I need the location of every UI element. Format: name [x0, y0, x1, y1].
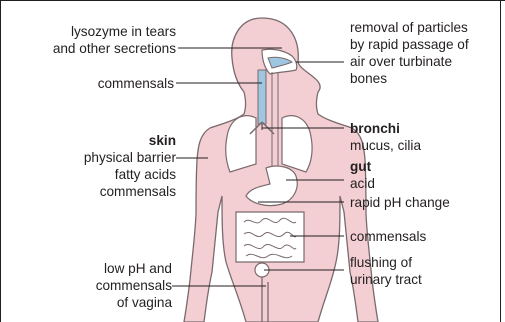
label-turbinate-line-1: removal of particles: [350, 19, 469, 36]
label-commensals-gut: commensals: [350, 228, 426, 245]
label-gut-body: acid: [350, 175, 375, 192]
label-skin-line-2: fatty acids: [84, 166, 176, 183]
label-vagina-line-1: low pH and: [96, 260, 172, 277]
label-vagina-line-2: commensals: [96, 277, 172, 294]
label-turbinate-line-3: air over turbinate: [350, 53, 469, 70]
label-bronchi-body: mucus, cilia: [350, 137, 421, 154]
label-skin-line-3: commensals: [84, 183, 176, 200]
label-commensals-nose: commensals: [98, 75, 174, 92]
label-turbinate-line-4: bones: [350, 70, 469, 87]
label-gut: gut acid: [350, 158, 375, 192]
label-turbinate: removal of particles by rapid passage of…: [350, 19, 469, 87]
label-gut-title: gut: [350, 158, 375, 175]
trachea: [258, 70, 266, 124]
label-lysozyme-line-2: and other secretions: [53, 40, 176, 57]
label-lysozyme-line-1: lysozyme in tears: [53, 23, 176, 40]
label-commensals-gut-text: commensals: [350, 228, 426, 245]
label-bronchi: bronchi mucus, cilia: [350, 120, 421, 154]
label-vagina-line-3: of vagina: [96, 294, 172, 311]
label-turbinate-line-2: by rapid passage of: [350, 36, 469, 53]
label-skin: skin physical barrier fatty acids commen…: [84, 132, 176, 200]
label-skin-title: skin: [84, 132, 176, 149]
label-bronchi-title: bronchi: [350, 120, 421, 137]
label-commensals-nose-text: commensals: [98, 75, 174, 92]
label-urinary-line-2: urinary tract: [350, 271, 422, 288]
label-lysozyme: lysozyme in tears and other secretions: [53, 23, 176, 57]
label-ph-change: rapid pH change: [350, 194, 450, 211]
label-vagina: low pH and commensals of vagina: [96, 260, 172, 311]
label-urinary: flushing of urinary tract: [350, 254, 422, 288]
label-urinary-line-1: flushing of: [350, 254, 422, 271]
label-skin-line-1: physical barrier: [84, 149, 176, 166]
label-ph-change-text: rapid pH change: [350, 194, 450, 211]
